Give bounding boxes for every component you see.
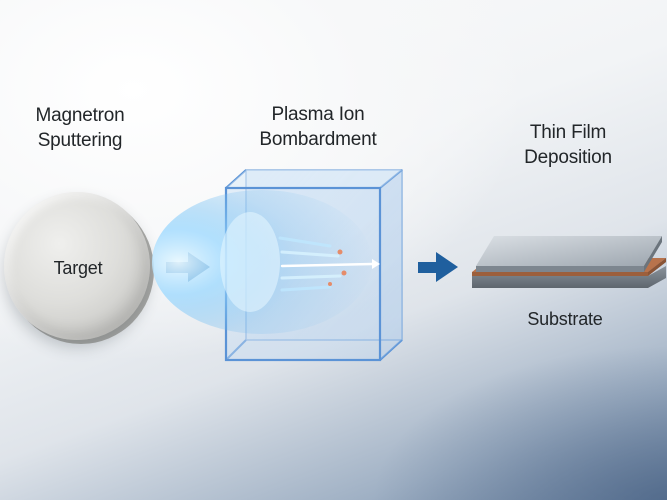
substrate-plate: [472, 236, 666, 288]
thinfilm-label-line2: Deposition: [524, 147, 612, 168]
thinfilm-label-line1: Thin Film: [529, 122, 607, 143]
plasma-ion-bombardment-label: Plasma Ion Bombardment: [228, 102, 408, 152]
substrate-label: Substrate: [527, 309, 603, 329]
magnetron-sputtering-label: Magnetron Sputtering: [10, 103, 150, 153]
target-disc: [4, 192, 150, 340]
flow-arrow-2: [418, 252, 458, 282]
thin-film-deposition-label: Thin Film Deposition: [498, 120, 638, 170]
plasma-chamber-box: [152, 169, 403, 362]
ion-streaks: [278, 236, 380, 292]
magnetron-label-line2: Sputtering: [37, 130, 123, 151]
plasma-label-line1: Plasma Ion: [271, 104, 365, 125]
target-label: Target: [53, 258, 103, 278]
magnetron-label-line1: Magnetron: [35, 105, 125, 126]
plasma-label-line2: Bombardment: [259, 129, 377, 150]
